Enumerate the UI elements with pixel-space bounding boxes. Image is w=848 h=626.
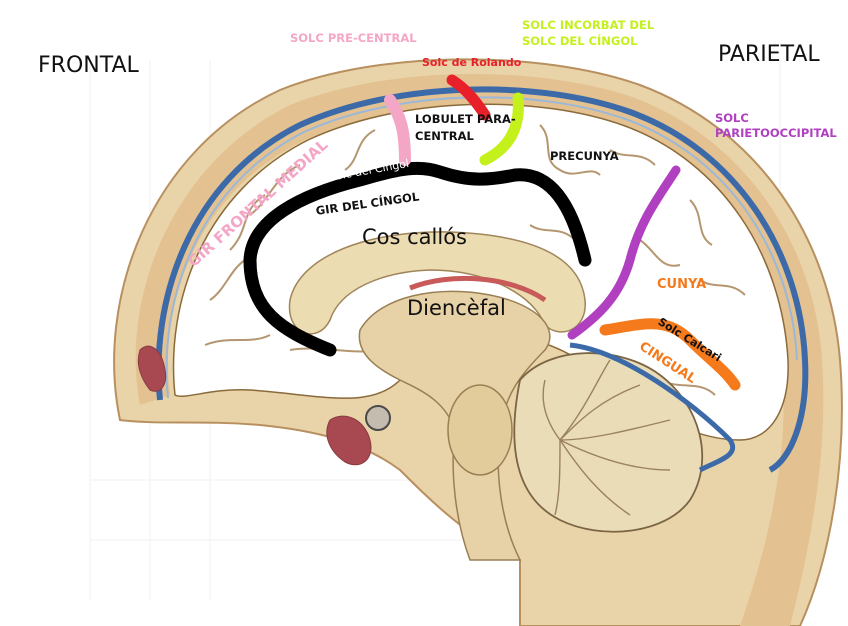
label-parietal-lobe: PARIETAL <box>718 42 820 67</box>
label-marginal-sulcus-line2: SOLC DEL CÍNGOL <box>522 34 638 48</box>
tentorium <box>569 342 735 473</box>
label-paracentral-line1: LOBULET PARA- <box>415 112 516 126</box>
label-precuneus: PRECUNYA <box>550 149 619 163</box>
label-marginal-sulcus-line1: SOLC INCORBAT DEL <box>522 18 655 32</box>
parietooccipital-sulcus-line <box>567 165 681 340</box>
label-paracentral-line2: CENTRAL <box>415 129 474 143</box>
frontal-sinus <box>137 345 167 392</box>
cerebellum <box>513 352 704 533</box>
marginal-sulcus-line <box>479 92 524 166</box>
label-rolando-sulcus: Solc de Rolando <box>422 56 522 69</box>
cingulate-sulcus-line <box>243 161 592 357</box>
calcarine-sulcus-line <box>599 318 741 391</box>
pons <box>447 384 513 476</box>
choroid-plexus <box>409 275 547 303</box>
label-precentral-sulcus: SOLC PRE-CENTRAL <box>290 31 417 45</box>
corpus-callosum <box>288 231 586 335</box>
label-parietooccipital-line1: SOLC <box>715 111 749 125</box>
sphenoid-sinus <box>326 415 372 466</box>
label-cuneus: CUNYA <box>657 277 707 292</box>
dura-sinus <box>155 86 809 473</box>
label-corpus-callosum: Cos callós <box>362 225 467 249</box>
cerebellum-folia <box>542 359 671 516</box>
rolando-sulcus-line <box>446 74 491 121</box>
precentral-sulcus-line <box>384 94 411 166</box>
pituitary-gland <box>365 405 391 431</box>
label-parietooccipital-line2: PARIETOOCCIPITAL <box>715 126 837 140</box>
label-frontal-lobe: FRONTAL <box>38 53 139 78</box>
label-diencephalon: Diencèfal <box>407 296 506 320</box>
